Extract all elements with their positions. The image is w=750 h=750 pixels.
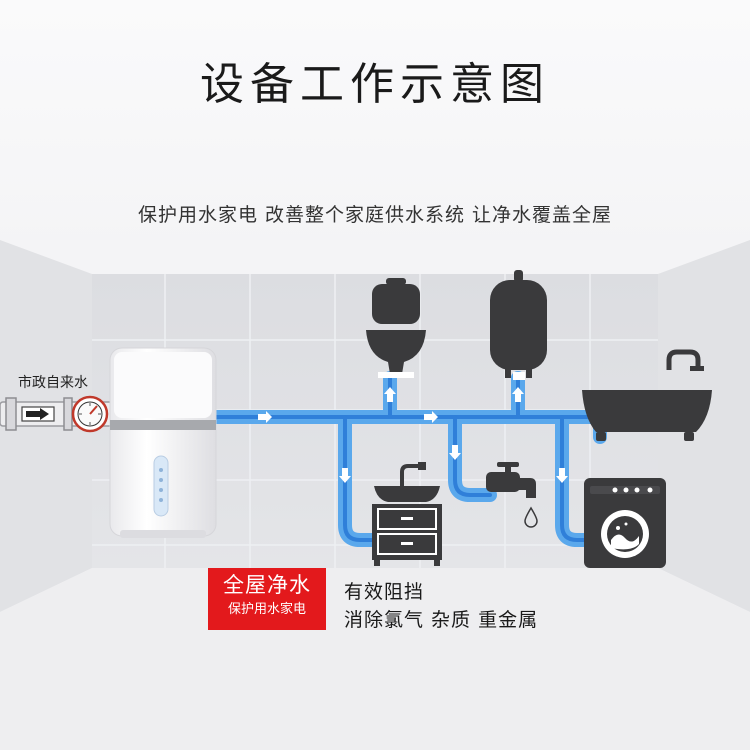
inlet-assembly — [0, 395, 113, 433]
feature-badge: 全屋净水 保护用水家电 — [208, 568, 326, 630]
water-drop-icon — [524, 506, 538, 528]
water-meter-icon — [71, 395, 109, 433]
flow-arrow-down-faucet — [449, 445, 461, 460]
flow-arrows — [258, 387, 568, 483]
flow-arrow-right-1 — [258, 411, 272, 423]
flow-arrow-up-toilet — [384, 387, 396, 402]
page-title: 设备工作示意图 — [200, 59, 550, 110]
benefits-text: 有效阻挡 消除氯气 杂质 重金属 — [344, 578, 538, 634]
toilet-icon — [366, 278, 426, 378]
benefit-line-2: 消除氯气 杂质 重金属 — [344, 609, 539, 631]
softener-band — [110, 420, 216, 430]
flow-arrow-down-washer — [556, 468, 568, 483]
page-subtitle: 保护用水家电 改善整个家庭供水系统 让净水覆盖全屋 — [137, 204, 613, 226]
water-heater-icon — [490, 270, 547, 380]
benefit-line-1: 有效阻挡 — [344, 581, 425, 603]
water-softener-icon — [109, 347, 217, 538]
flow-arrow-right-2 — [424, 411, 438, 423]
softener-level-window — [153, 455, 169, 517]
flow-arrow-down-sink — [339, 468, 351, 483]
washing-machine-icon — [584, 478, 666, 568]
faucet-icon — [486, 462, 538, 528]
badge-subtitle: 保护用水家电 — [227, 602, 306, 617]
inlet-arrow-icon — [21, 406, 55, 422]
flow-arrow-up-heater — [512, 387, 524, 402]
source-label: 市政自来水 — [18, 375, 88, 391]
bathtub-icon — [582, 349, 712, 441]
sink-cabinet-icon — [372, 462, 442, 566]
badge-title: 全屋净水 — [223, 573, 311, 597]
